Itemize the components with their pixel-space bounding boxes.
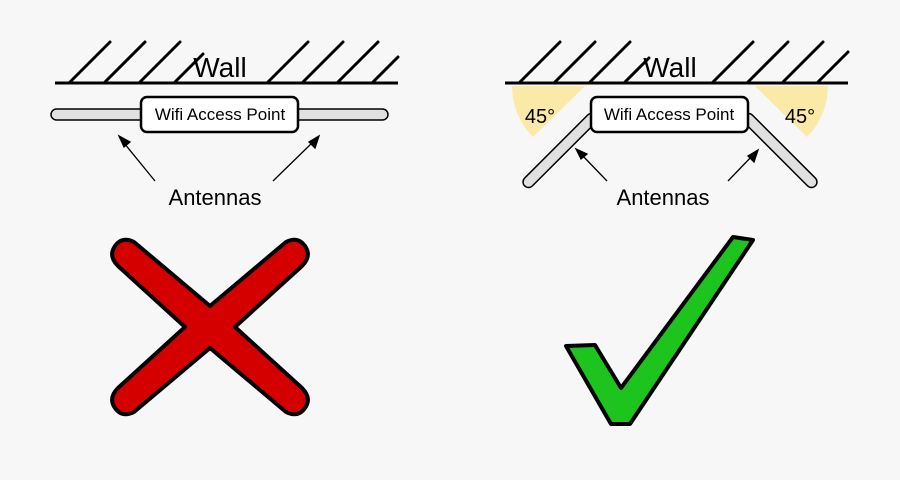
access-point-box — [139, 95, 300, 134]
antenna-pointer-arrows — [117, 134, 321, 182]
angle-highlight-right — [755, 86, 828, 137]
right-panel: Wall 45° 45° Wifi Access Point Antennas — [505, 40, 850, 426]
left-antenna-right — [291, 108, 389, 121]
angle-label-left: 45° — [525, 106, 555, 128]
wall-label: Wall — [193, 52, 246, 83]
access-point-label: Wifi Access Point — [155, 105, 286, 124]
left-panel: Wall Wifi Access Point Antennas — [50, 40, 400, 417]
angle-highlight-left — [512, 86, 585, 137]
antennas-label: Antennas — [169, 185, 262, 210]
wall-hatching — [68, 40, 400, 84]
checkmark-icon — [564, 235, 755, 426]
cross-icon — [110, 237, 310, 417]
wall-hatching — [518, 40, 850, 84]
left-antenna-left — [50, 108, 148, 121]
access-point-box — [589, 95, 750, 134]
access-point-label: Wifi Access Point — [604, 105, 735, 124]
angle-label-right: 45° — [785, 106, 815, 128]
antennas-label: Antennas — [617, 185, 710, 210]
antenna-pointer-arrows — [574, 147, 760, 182]
wall-label: Wall — [643, 52, 696, 83]
